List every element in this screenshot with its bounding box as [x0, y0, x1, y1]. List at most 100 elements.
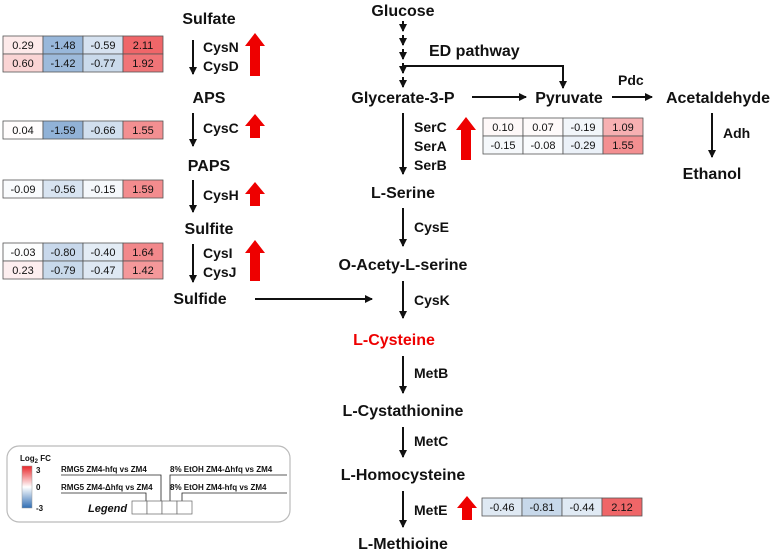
- enzyme-metE: MetE: [414, 502, 447, 518]
- heatmap-row-cysI: -0.03 -0.80 -0.40 1.64: [2, 242, 164, 262]
- legend-label-2: RMG5 ZM4-Δhfq vs ZM4: [61, 483, 153, 492]
- legend-connector: [61, 474, 162, 501]
- legend-cell: [161, 500, 178, 515]
- enzyme-adh: Adh: [723, 125, 750, 141]
- legend-label-3: 8% EtOH ZM4-Δhfq vs ZM4: [170, 465, 273, 474]
- metabolite-l-serine: L-Serine: [371, 185, 435, 202]
- legend-connector: [61, 492, 147, 501]
- heatmap-value: -0.09: [10, 184, 35, 196]
- heatmap-value: 1.64: [132, 247, 153, 259]
- enzyme-cysD: CysD: [203, 58, 239, 74]
- enzyme-serB: SerB: [414, 157, 447, 173]
- legend-connector: [181, 492, 287, 501]
- enzyme-cysH: CysH: [203, 187, 239, 203]
- metabolite-pyruvate: Pyruvate: [535, 90, 603, 107]
- heatmap-value: -0.46: [489, 502, 514, 514]
- metabolite-sulfate: Sulfate: [182, 11, 235, 28]
- heatmap-cell: [122, 120, 164, 140]
- legend: Log2 FC 3 0 -3 RMG5 ZM4-hfq vs ZM4 RMG5 …: [6, 445, 291, 523]
- metabolite-l-cystathionine: L-Cystathionine: [343, 403, 464, 420]
- heatmap-row-cysH: -0.09 -0.56 -0.15 1.59: [2, 179, 164, 199]
- heatmap-value: 0.04: [12, 125, 33, 137]
- heatmap-value: 1.59: [132, 184, 153, 196]
- heatmap-value: -0.79: [50, 265, 75, 277]
- heatmap-value: -0.08: [530, 140, 555, 152]
- legend-cell: [176, 500, 193, 515]
- heatmap-value: 0.10: [492, 122, 513, 134]
- heatmap-cell: [122, 179, 164, 199]
- heatmap-value: 2.11: [133, 40, 154, 52]
- enzyme-cysJ: CysJ: [203, 264, 236, 280]
- metabolite-glycerate-3-p: Glycerate-3-P: [351, 90, 454, 107]
- enzyme-cysK: CysK: [414, 292, 450, 308]
- heatmap-value: 1.92: [132, 58, 153, 70]
- heatmap-value: -0.80: [50, 247, 75, 259]
- heatmap-value: -0.77: [90, 58, 115, 70]
- heatmap-value: -0.56: [50, 184, 75, 196]
- metabolite-l-cysteine: L-Cysteine: [353, 332, 435, 349]
- heatmap-value: 1.42: [132, 265, 153, 277]
- heatmap-value: -0.15: [90, 184, 115, 196]
- upregulated-arrow-icon: [245, 182, 265, 206]
- enzyme-serC: SerC: [414, 119, 447, 135]
- upregulated-arrow-icon: [457, 496, 477, 520]
- legend-cell: [131, 500, 148, 515]
- heatmap-value: 0.23: [12, 265, 33, 277]
- heatmap-value: 0.60: [12, 58, 33, 70]
- heatmap-value: -0.40: [90, 247, 115, 259]
- upregulated-arrow-icon: [245, 240, 265, 281]
- metabolite-o-acetyl-l-serine: O-Acety-L-serine: [339, 257, 468, 274]
- heatmap-row-metE: -0.46 -0.81 -0.44 2.12: [481, 497, 643, 517]
- enzyme-metC: MetC: [414, 433, 448, 449]
- enzyme-cysC: CysC: [203, 120, 239, 136]
- heatmap-cell: [602, 135, 644, 155]
- heatmap-value: 2.12: [611, 502, 632, 514]
- metabolite-sulfide: Sulfide: [173, 291, 226, 308]
- heatmap-value: -0.03: [10, 247, 35, 259]
- legend-caption: Legend: [88, 503, 127, 515]
- metabolite-sulfite: Sulfite: [185, 221, 234, 238]
- metabolite-l-methionine: L-Methioine: [358, 536, 448, 552]
- heatmap-value: -0.59: [90, 40, 115, 52]
- heatmap-value: -0.19: [570, 122, 595, 134]
- heatmap-row-cysC: 0.04 -1.59 -0.66 1.55: [2, 120, 164, 140]
- legend-color-scale: [21, 465, 33, 509]
- legend-connector: [169, 474, 287, 501]
- metabolite-glucose: Glucose: [371, 3, 434, 20]
- heatmap-value: -1.59: [50, 125, 75, 137]
- upregulated-arrow-icon: [456, 117, 476, 160]
- enzyme-cysN: CysN: [203, 39, 239, 55]
- heatmap-value: -1.48: [50, 40, 75, 52]
- heatmap-cell: [601, 497, 643, 517]
- metabolite-paps: PAPS: [188, 158, 231, 175]
- heatmap-cell: [122, 53, 164, 73]
- legend-scale-title: Log2 FC: [20, 454, 51, 465]
- heatmap-value: -0.44: [569, 502, 594, 514]
- enzyme-pdc: Pdc: [618, 72, 644, 88]
- legend-cell: [146, 500, 163, 515]
- legend-tick-max: 3: [36, 466, 41, 475]
- ed-pathway-label: ED pathway: [429, 43, 520, 60]
- heatmap-cell: [122, 260, 164, 280]
- metabolite-acetaldehyde: Acetaldehyde: [666, 90, 770, 107]
- upregulated-arrow-icon: [245, 33, 265, 76]
- heatmap-value: -0.47: [90, 265, 115, 277]
- heatmap-value: 1.55: [132, 125, 153, 137]
- enzyme-metB: MetB: [414, 365, 448, 381]
- heatmap-value: -0.66: [90, 125, 115, 137]
- enzyme-cysE: CysE: [414, 219, 449, 235]
- metabolite-ethanol: Ethanol: [683, 166, 742, 183]
- upregulated-arrow-icon: [245, 114, 265, 138]
- legend-label-4: 8% EtOH ZM4-hfq vs ZM4: [170, 483, 267, 492]
- heatmap-value: -0.29: [570, 140, 595, 152]
- legend-tick-mid: 0: [36, 483, 41, 492]
- heatmap-value: 1.09: [612, 122, 633, 134]
- heatmap-value: 1.55: [612, 140, 633, 152]
- heatmap-value: -0.81: [529, 502, 554, 514]
- legend-tick-min: -3: [36, 504, 44, 513]
- legend-frame: [6, 445, 291, 523]
